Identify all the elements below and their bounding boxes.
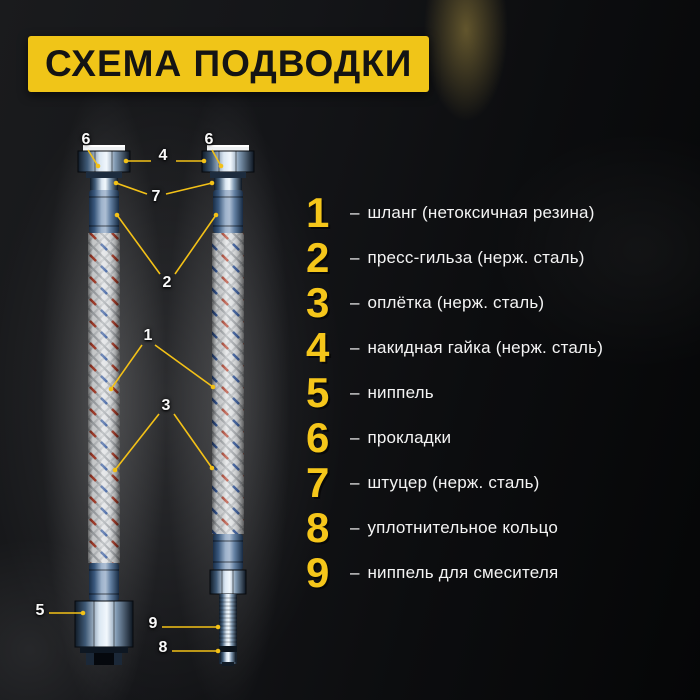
page-title: СХЕМА ПОДВОДКИ [45,43,413,84]
legend-dash: – [350,202,360,222]
legend-number: 3 [306,278,330,326]
legend-number: 2 [306,233,330,281]
legend-label: прокладки [367,427,452,447]
legend-label: оплётка (нерж. сталь) [367,292,545,312]
legend-dash: – [350,517,360,537]
legend-number: 8 [306,503,330,551]
legend-number: 6 [306,413,330,461]
legend-dash: – [350,382,360,402]
legend-item-nipple: 5 – ниппель [306,370,694,415]
callout-nipple: 5 [35,602,45,619]
callout-leader-lines [49,149,222,652]
legend-dash: – [350,247,360,267]
legend-label: штуцер (нерж. сталь) [367,472,540,492]
title-banner: СХЕМА ПОДВОДКИ [28,36,430,92]
legend-dash: – [350,292,360,312]
legend-label: уплотнительное кольцо [367,517,559,537]
legend-number: 7 [306,458,330,506]
legend-item-sealing-ring: 8 – уплотнительное кольцо [306,505,694,550]
hose-illustration [49,145,255,666]
legend-item-union-nut: 4 – накидная гайка (нерж. сталь) [306,325,694,370]
callout-hose: 1 [143,327,153,344]
legend: 1 – шланг (нетоксичная резина) 2 – пресс… [306,190,694,595]
legend-number: 1 [306,188,330,236]
callout-gasket-left: 6 [81,131,91,148]
hose-diagram: 6 4 6 7 2 1 3 5 9 8 [0,0,300,700]
legend-label: ниппель для смесителя [367,562,559,582]
legend-item-braiding: 3 – оплётка (нерж. сталь) [306,280,694,325]
callout-braiding: 3 [161,397,171,414]
callout-gasket-right: 6 [204,131,214,148]
callout-mixer-nipple: 9 [148,615,158,632]
legend-item-hose: 1 – шланг (нетоксичная резина) [306,190,694,235]
callout-press-sleeve: 2 [162,274,172,291]
legend-dash: – [350,427,360,447]
legend-label: шланг (нетоксичная резина) [367,202,595,222]
legend-item-gaskets: 6 – прокладки [306,415,694,460]
legend-item-fitting: 7 – штуцер (нерж. сталь) [306,460,694,505]
legend-dash: – [350,337,360,357]
legend-dash: – [350,472,360,492]
callout-fitting: 7 [151,188,161,205]
legend-label: пресс-гильза (нерж. сталь) [367,247,585,267]
legend-number: 9 [306,548,330,596]
legend-number: 5 [306,368,330,416]
left-hose [74,145,134,665]
legend-label: накидная гайка (нерж. сталь) [367,337,604,357]
legend-item-mixer-nipple: 9 – ниппель для смесителя [306,550,694,595]
callout-union-nut: 4 [158,147,168,164]
legend-number: 4 [306,323,330,371]
legend-item-press-sleeve: 2 – пресс-гильза (нерж. сталь) [306,235,694,280]
callout-sealing-ring: 8 [158,639,168,656]
legend-label: ниппель [367,382,434,402]
callout-dots [80,158,224,654]
legend-dash: – [350,562,360,582]
